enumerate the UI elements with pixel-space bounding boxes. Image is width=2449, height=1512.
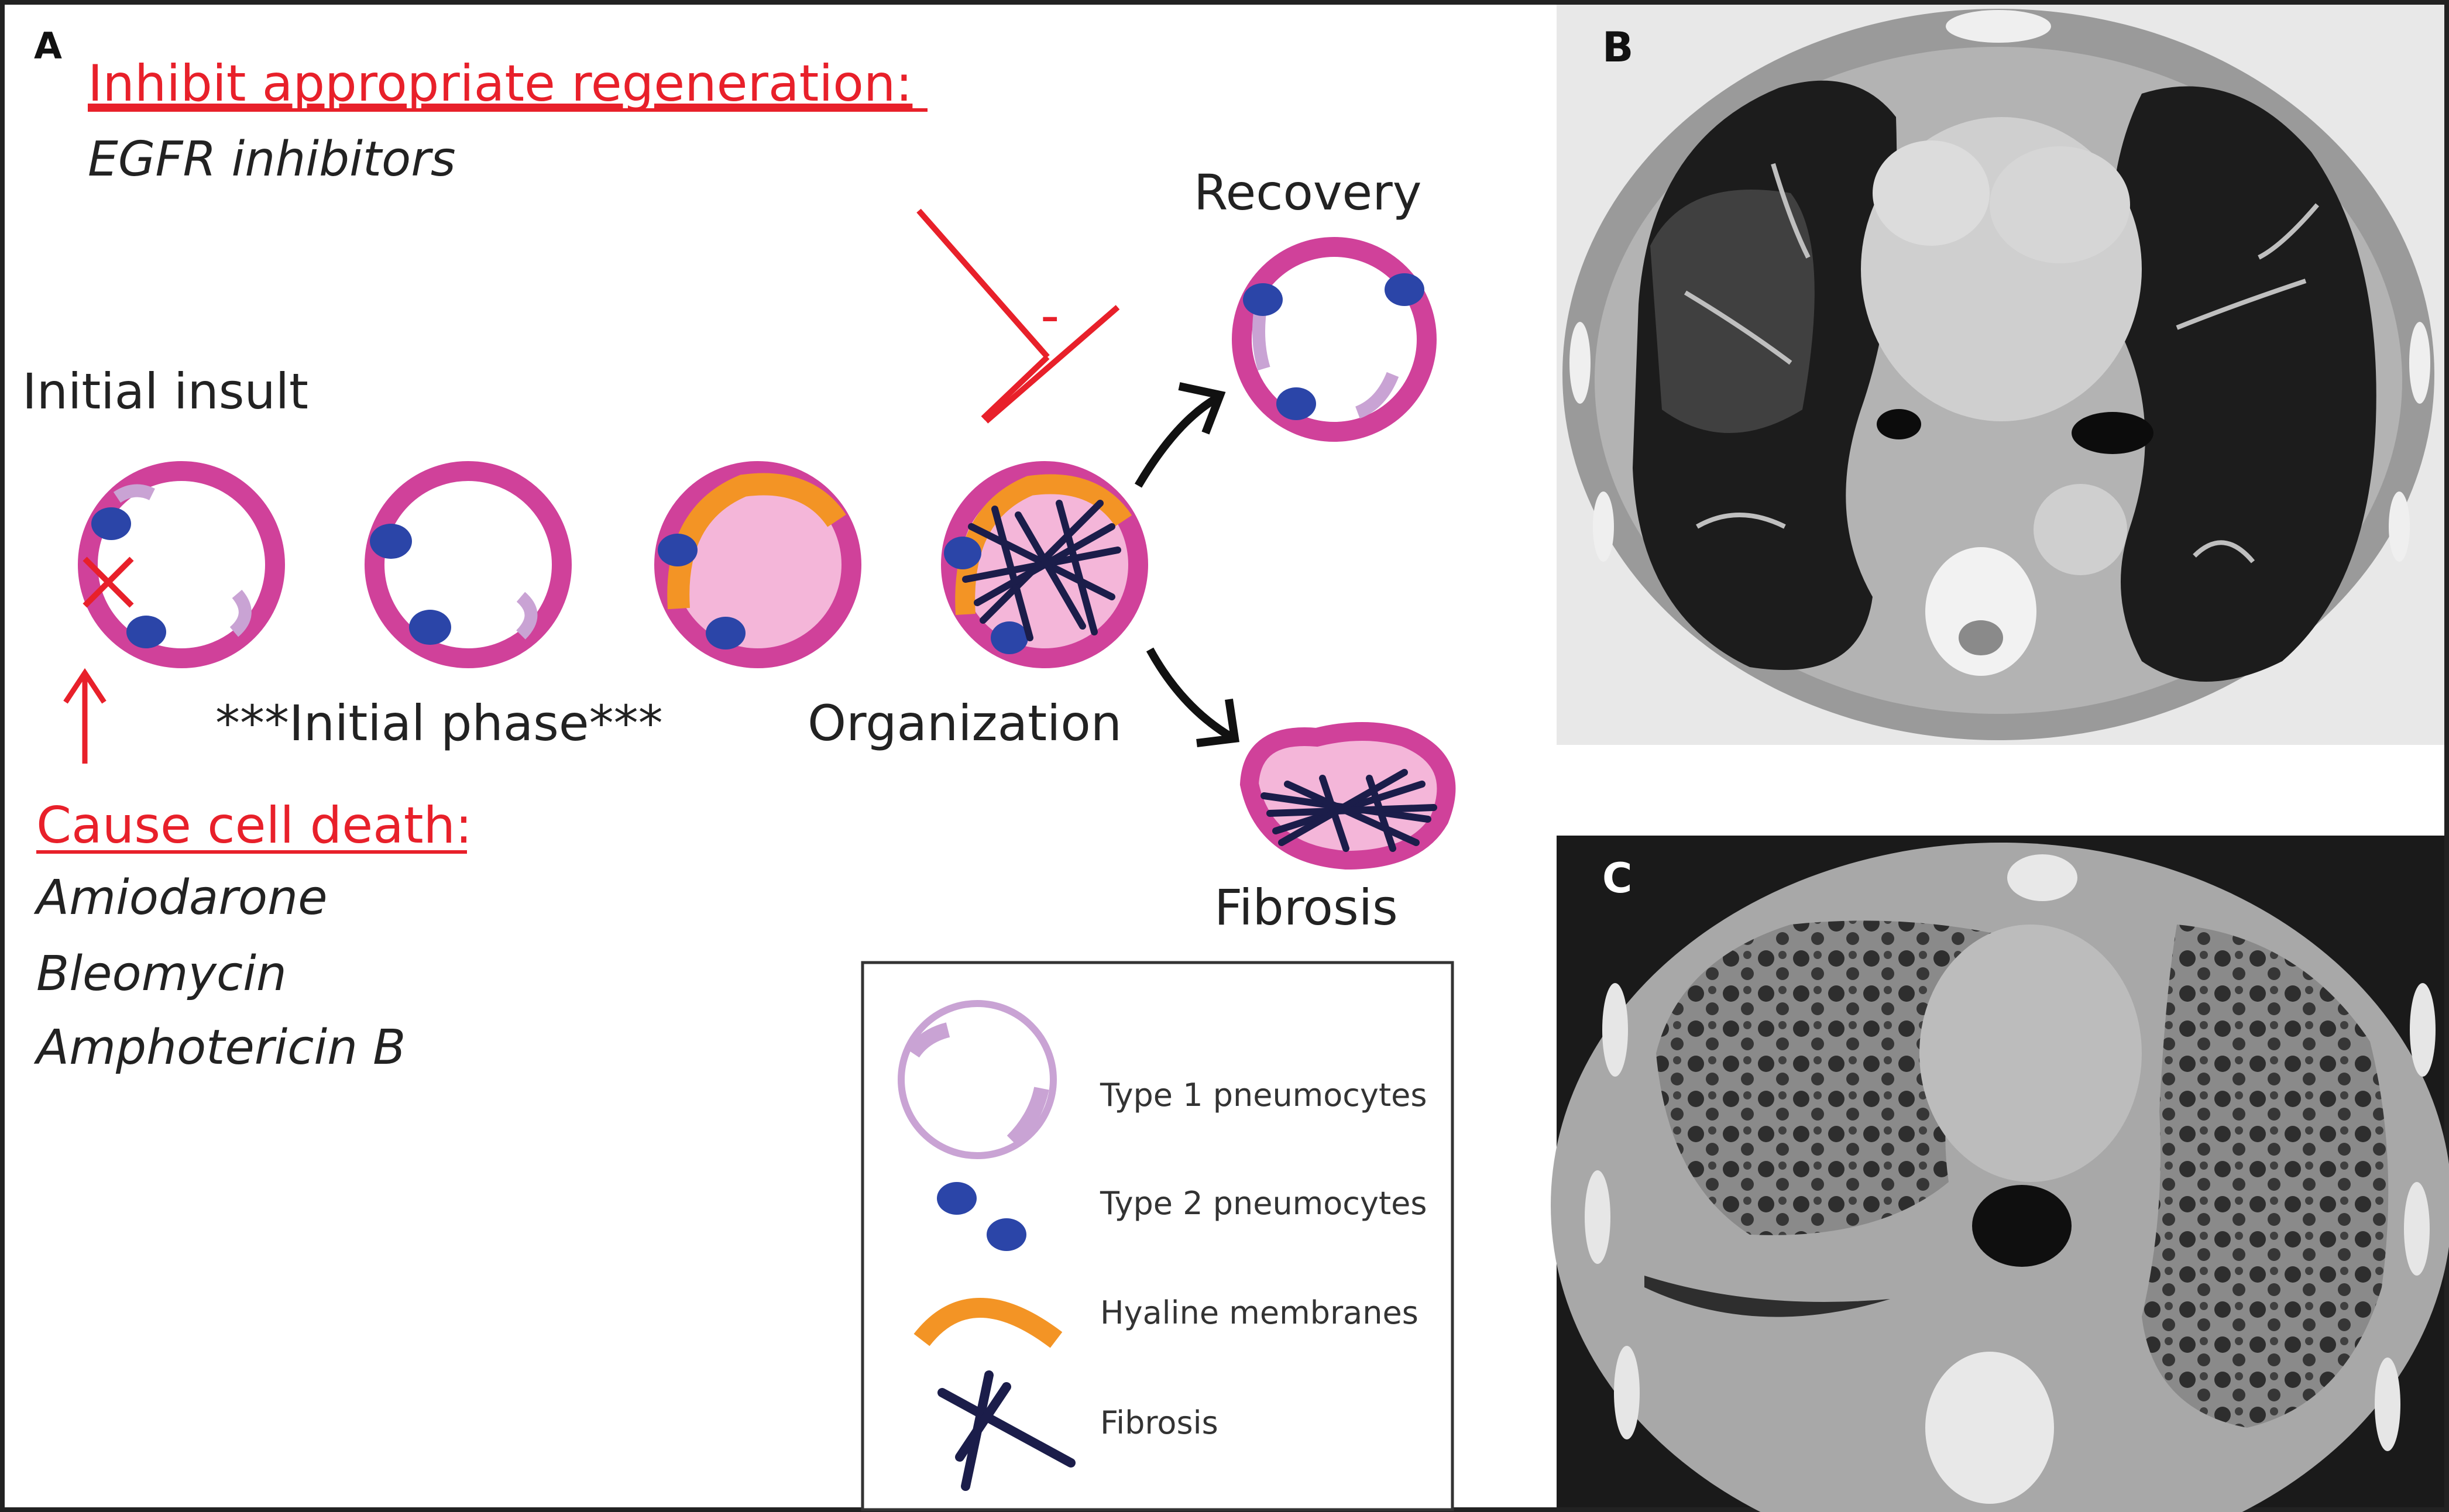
alveolus-initial-phase: [365, 461, 572, 668]
legend-hyaline-label: Hyaline membranes: [1100, 1294, 1418, 1331]
legend-type2-swatch: [937, 1182, 1026, 1251]
ct-b-descending-aorta: [2034, 484, 2127, 575]
arrow-to-recovery: [1134, 394, 1220, 488]
ct-b-vertebra-canal: [1959, 620, 2003, 655]
cause-drug-1: Amiodarone: [33, 870, 328, 926]
alveolus-recovery: [1232, 237, 1437, 442]
legend: Type 1 pneumocytes Type 2 pneumocytes Hy…: [861, 961, 1454, 1511]
cause-drug-2: Bleomycin: [36, 946, 287, 1002]
ct-b-left-lung: [2110, 86, 2376, 682]
ct-c-ribs: [1585, 983, 2436, 1451]
fibrosis-mass: [1260, 769, 1437, 852]
ct-c-mediastinum: [1919, 925, 2142, 1182]
arrow-to-fibrosis-head: [1196, 698, 1239, 747]
alveolus-hyaline-membrane: [654, 461, 861, 668]
fibrosis-label: Fibrosis: [1214, 879, 1398, 936]
cell-death-x-mark: [83, 556, 134, 608]
arrow-to-recovery-head: [1178, 382, 1226, 435]
ct-b-pulmonary-artery: [1990, 146, 2130, 263]
ct-c-effusion: [1644, 1276, 1890, 1317]
ct-c-vertebra: [1925, 1352, 2054, 1504]
ct-c-sternum: [2007, 854, 2077, 901]
organization-label: Organization: [808, 695, 1122, 752]
legend-type1-swatch: [898, 1000, 1057, 1159]
panel-b: B: [1557, 5, 2444, 745]
ct-b-ground-glass: [1650, 190, 1815, 433]
inhibit-drug: EGFR inhibitors: [88, 132, 456, 187]
ct-b-trachea: [1877, 409, 1921, 439]
ct-c-trachea: [1972, 1185, 2072, 1267]
initial-phase-label: ***Initial phase***: [215, 695, 663, 752]
alveolus-initial-insult: [78, 461, 285, 668]
arrow-to-fibrosis: [1146, 647, 1234, 741]
recovery-label: Recovery: [1194, 164, 1421, 221]
legend-fibrosis-label: Fibrosis: [1100, 1404, 1218, 1441]
panel-c: C: [1551, 836, 2449, 1512]
ct-b-ribs: [1569, 10, 2430, 562]
panel-separator: [1557, 745, 2444, 836]
panel-a-label: A: [34, 25, 62, 67]
ct-b-vertebra: [1925, 547, 2036, 676]
legend-box: [861, 961, 1454, 1511]
legend-type2-label: Type 2 pneumocytes: [1100, 1185, 1427, 1222]
panel-c-label: C: [1602, 854, 1632, 902]
alveolus-organization: [941, 461, 1148, 668]
cause-heading: Cause cell death:: [36, 796, 472, 855]
cause-arrow: [63, 668, 107, 764]
ct-c-left-lung: [2142, 925, 2389, 1428]
fibrosis-strands: [962, 500, 1121, 641]
panel-a: A Inhibit appropriate regeneration: EGFR…: [22, 25, 1456, 1511]
cause-drug-3: Amphotericin B: [33, 1020, 406, 1075]
ct-b-vessels: [1684, 163, 2320, 563]
initial-insult-label: Initial insult: [22, 363, 308, 420]
ct-c-right-lung: [1656, 920, 2007, 1235]
legend-fibrosis-swatch: [937, 1370, 1076, 1491]
legend-hyaline-swatch: [913, 1298, 1063, 1348]
panel-b-label: B: [1602, 23, 1633, 71]
inhibition-symbol: [916, 208, 1120, 424]
minus-sign: -: [1040, 285, 1059, 346]
inhibit-heading: Inhibit appropriate regeneration:: [88, 54, 912, 113]
legend-type1-label: Type 1 pneumocytes: [1100, 1077, 1427, 1114]
alveolus-fibrosis: [1239, 722, 1456, 870]
ct-b-aorta: [1873, 140, 1990, 246]
ct-b-bronchus: [2072, 412, 2153, 454]
